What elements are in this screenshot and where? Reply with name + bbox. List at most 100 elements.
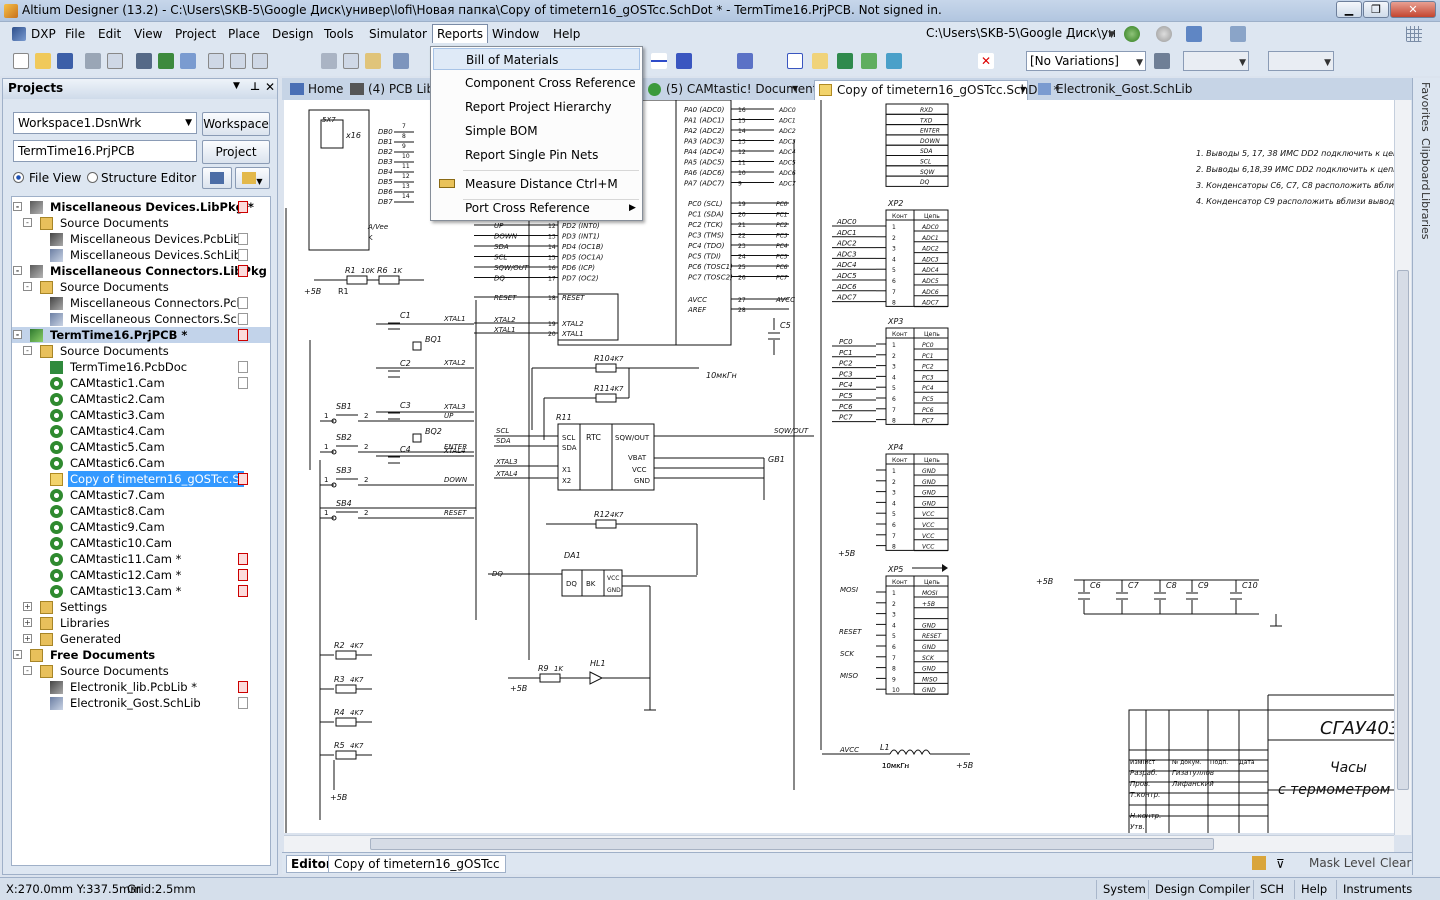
grid-icon[interactable]: [1406, 26, 1422, 42]
tree-item[interactable]: -Miscellaneous Connectors.LibPkg: [12, 263, 270, 279]
horizontal-scrollbar[interactable]: [284, 835, 1394, 852]
zoom-area-icon[interactable]: [230, 53, 246, 69]
tree-item[interactable]: CAMtastic9.Cam: [12, 519, 270, 535]
maximize-button[interactable]: ❐: [1363, 1, 1389, 18]
tree-item[interactable]: Miscellaneous Connectors.Pcb: [12, 295, 270, 311]
layers-icon[interactable]: [1230, 26, 1246, 42]
collapse-icon[interactable]: -: [23, 282, 32, 291]
menu-window[interactable]: Window: [492, 27, 540, 41]
combo-empty-1[interactable]: ▼: [1183, 51, 1249, 71]
tree-item[interactable]: CAMtastic2.Cam: [12, 391, 270, 407]
tree-item[interactable]: Miscellaneous Connectors.Sch: [12, 311, 270, 327]
tree-item[interactable]: CAMtastic10.Cam: [12, 535, 270, 551]
menu-item-report-project-hierarchy[interactable]: Report Project Hierarchy: [433, 96, 640, 118]
view-options-button[interactable]: [202, 167, 232, 189]
libraries-tab[interactable]: Libraries: [1419, 192, 1432, 240]
scroll-thumb-h[interactable]: [370, 838, 1214, 850]
tab-schdot[interactable]: Copy of timetern16_gOSTcc.SchDot *▼: [814, 80, 1059, 100]
project-field[interactable]: TermTime16.PrjPCB: [13, 140, 197, 162]
document-tab[interactable]: Copy of timetern16_gOSTcc: [328, 855, 506, 873]
dxp-icon[interactable]: [12, 27, 26, 41]
tree-item[interactable]: -Source Documents: [12, 215, 270, 231]
copy-icon[interactable]: [343, 53, 359, 69]
tree-item[interactable]: Copy of timetern16_gOSTcc.Sc: [12, 471, 270, 487]
sheet-entry-icon[interactable]: [886, 53, 902, 69]
wire-icon[interactable]: [651, 53, 667, 69]
app-icon[interactable]: [4, 4, 18, 18]
menu-dxp[interactable]: DXP: [31, 27, 56, 41]
combo-empty-2[interactable]: ▼: [1268, 51, 1334, 71]
menu-reports[interactable]: Reports: [432, 24, 489, 43]
open-icon[interactable]: [35, 53, 51, 69]
tree-item[interactable]: Electronik_lib.PcbLib *: [12, 679, 270, 695]
collapse-icon[interactable]: -: [13, 202, 22, 211]
forward-icon[interactable]: [1156, 26, 1172, 42]
tree-item[interactable]: Miscellaneous Devices.PcbLib: [12, 231, 270, 247]
tab-schlib[interactable]: Electronik_Gost.SchLib: [1034, 80, 1192, 100]
menu-item-port-cross-reference[interactable]: Port Cross Reference▶: [433, 197, 640, 219]
system-button[interactable]: System: [1096, 880, 1152, 899]
save-icon[interactable]: [57, 53, 73, 69]
tree-item[interactable]: -TermTime16.PrjPCB *: [12, 327, 270, 343]
tree-item[interactable]: CAMtastic4.Cam: [12, 423, 270, 439]
select-icon[interactable]: [393, 53, 409, 69]
mask-icon[interactable]: [1252, 856, 1266, 870]
clipboard-tab[interactable]: Clipboard: [1419, 138, 1432, 191]
filter-icon[interactable]: ⊽: [1276, 857, 1285, 871]
menu-project[interactable]: Project: [175, 27, 217, 41]
menu-item-component-cross-reference[interactable]: Component Cross Reference: [433, 72, 640, 94]
tree-item[interactable]: CAMtastic13.Cam *: [12, 583, 270, 599]
tree-item[interactable]: CAMtastic1.Cam: [12, 375, 270, 391]
bus-icon[interactable]: [676, 53, 692, 69]
zoom-select-icon[interactable]: [252, 53, 268, 69]
part-icon[interactable]: [837, 53, 853, 69]
menu-item-report-single-pin-nets[interactable]: Report Single Pin Nets: [433, 144, 640, 166]
sheet-symbol-icon[interactable]: [861, 53, 877, 69]
variations-select[interactable]: [No Variations]▼: [1026, 51, 1146, 71]
tree-item[interactable]: +Libraries: [12, 615, 270, 631]
design-compiler-button[interactable]: Design Compiler: [1148, 880, 1256, 899]
collapse-icon[interactable]: -: [23, 666, 32, 675]
home-icon[interactable]: [1186, 26, 1202, 42]
menu-edit[interactable]: Edit: [98, 27, 122, 41]
help-button[interactable]: Help: [1294, 880, 1333, 899]
tree-item[interactable]: CAMtastic11.Cam *: [12, 551, 270, 567]
menu-item-simple-bom[interactable]: Simple BOM: [433, 120, 640, 142]
tab-camtastic[interactable]: (5) CAMtastic! Document▼: [644, 80, 818, 100]
no-erc-icon[interactable]: ✕: [978, 53, 994, 69]
menu-simulator[interactable]: Simulator: [369, 27, 427, 41]
tree-item[interactable]: CAMtastic7.Cam: [12, 487, 270, 503]
tree-item[interactable]: -Source Documents: [12, 279, 270, 295]
variants-icon[interactable]: [1154, 53, 1170, 69]
tree-item[interactable]: CAMtastic3.Cam: [12, 407, 270, 423]
cut-icon[interactable]: [321, 53, 337, 69]
zoom-fit-icon[interactable]: [208, 53, 224, 69]
tree-item[interactable]: CAMtastic6.Cam: [12, 455, 270, 471]
panel-close-icon[interactable]: ✕: [265, 80, 276, 94]
tree-item[interactable]: CAMtastic8.Cam: [12, 503, 270, 519]
expand-icon[interactable]: +: [23, 602, 32, 611]
tab-home[interactable]: Home: [286, 80, 346, 100]
path-combo[interactable]: C:\Users\SKB-5\Google Диск\унив▼: [922, 23, 1118, 43]
favorites-tab[interactable]: Favorites: [1419, 82, 1432, 132]
tree-item[interactable]: CAMtastic5.Cam: [12, 439, 270, 455]
panel-menu-icon[interactable]: ▼: [233, 81, 240, 91]
menu-design[interactable]: Design: [272, 27, 314, 41]
paste-icon[interactable]: [365, 53, 381, 69]
tree-item[interactable]: Electronik_Gost.SchLib: [12, 695, 270, 711]
tree-item[interactable]: CAMtastic12.Cam *: [12, 567, 270, 583]
structure-editor-radio[interactable]: [87, 172, 98, 183]
tree-options-button[interactable]: ▼: [235, 167, 270, 189]
close-button[interactable]: ✕: [1390, 1, 1436, 18]
workspace-button[interactable]: Workspace: [202, 112, 270, 136]
tree-item[interactable]: -Free Documents: [12, 647, 270, 663]
minimize-button[interactable]: ▁: [1336, 1, 1362, 18]
port-icon[interactable]: [812, 53, 828, 69]
tree-item[interactable]: -Source Documents: [12, 343, 270, 359]
print-icon[interactable]: [85, 53, 101, 69]
clear-button[interactable]: Clear: [1380, 856, 1412, 870]
menu-place[interactable]: Place: [228, 27, 260, 41]
menu-item-bill-of-materials[interactable]: Bill of Materials: [433, 48, 640, 70]
